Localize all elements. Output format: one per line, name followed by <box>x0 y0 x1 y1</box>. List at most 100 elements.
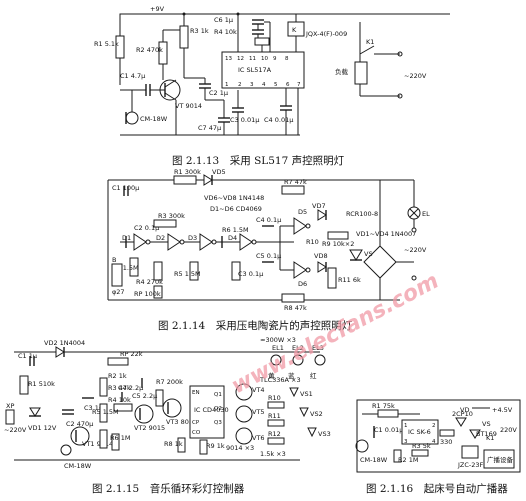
load-box <box>354 61 368 85</box>
inverter-d5 <box>293 217 307 235</box>
label-r11: R11 6k <box>338 276 361 284</box>
svg-text:13: 13 <box>225 56 232 62</box>
svg-text:2: 2 <box>238 82 242 88</box>
label-bt169: BT169 <box>476 430 497 438</box>
label-vt1: VT1 9014 <box>82 440 113 448</box>
resistor-r7 <box>281 185 305 195</box>
label-c1-d: C1 0.01μ <box>374 426 403 434</box>
resistor-r9-c <box>199 439 208 455</box>
label-vs: VS <box>364 250 373 258</box>
resistor-r4-b <box>153 261 163 281</box>
label-r8: R8 47k <box>284 304 307 312</box>
resistor-r11 <box>327 267 337 289</box>
svg-text:3: 3 <box>404 439 408 445</box>
resistor-r11 <box>267 419 285 427</box>
label-el1: EL1 <box>272 344 284 352</box>
svg-text:CO: CO <box>192 430 201 436</box>
label-vd-range: VD6~VD8 1N4148 <box>204 194 264 202</box>
resistor-r4-c <box>99 429 108 449</box>
transistor-vt4 <box>235 383 253 401</box>
svg-text:Q1: Q1 <box>214 392 222 398</box>
label-c3-c: C3 10μ <box>84 404 107 412</box>
resistor-r8-c <box>177 437 186 453</box>
resistor-r10 <box>267 401 285 409</box>
label-vt4: VT4 <box>252 386 265 394</box>
label-r10: R10 <box>306 238 319 246</box>
supply-label-9v: +9V <box>150 5 165 13</box>
label-vd2: VD2 1N4004 <box>44 339 85 347</box>
ic-cd4030 <box>189 385 225 439</box>
label-r1: R1 5.1k <box>94 40 119 48</box>
label-vt2: VT2 9015 <box>134 424 165 432</box>
resistor-r12 <box>267 437 285 445</box>
label-vt5: VT5 <box>252 408 265 416</box>
microphone-icon-d <box>355 439 369 453</box>
resistor-r3-c <box>99 403 108 423</box>
resistor-r9 <box>327 231 349 240</box>
label-vt6: VT6 <box>252 434 265 442</box>
inverter-d3 <box>199 233 213 251</box>
transistor-vt3 <box>162 398 182 418</box>
caption-2-1-16: 图 2.1.16 起床号自动广播器 <box>366 482 508 495</box>
label-r2-d: R2 1M <box>398 456 418 464</box>
svg-text:5: 5 <box>274 82 278 88</box>
label-r11: R11 <box>268 412 281 420</box>
lamp-el3 <box>314 354 326 366</box>
label-mic: CM-18W <box>140 115 168 123</box>
label-el2: EL2 <box>292 344 304 352</box>
inverter-d1 <box>133 233 147 251</box>
label-r1-c: R1 510k <box>28 380 55 388</box>
label-piezo-size: φ27 <box>112 288 125 296</box>
label-k1-d: K1 <box>486 434 494 442</box>
figure-2-1-15: C1 1μ VD2 1N4004 R1 510k XP ~220V VD1 12… <box>4 336 331 495</box>
label-r1-d: R1 75k <box>372 402 395 410</box>
resistor-r3-d <box>411 449 429 457</box>
relay-coil-d <box>461 445 479 459</box>
label-piezo: B <box>112 256 116 264</box>
label-c4-c: C4 2.2μ <box>118 384 143 392</box>
label-vd8: VD8 <box>314 252 328 260</box>
label-vd-d: VD <box>460 406 469 414</box>
label-r6-b: C3 0.1μ <box>238 270 263 278</box>
label-c2-c: C2 470μ <box>66 420 93 428</box>
label-vd5: VD5 <box>212 168 226 176</box>
resistor-r7-c <box>155 389 164 407</box>
label-c4-b: C4 0.1μ <box>256 216 281 224</box>
label-rp-c: RP 22k <box>120 350 143 358</box>
label-r2-c: R2 1k <box>108 372 127 380</box>
resistor-r5-b <box>189 261 199 281</box>
diode-vd-d <box>455 417 467 427</box>
label-220v-a: ~220V <box>404 72 427 80</box>
resistor-r3-b <box>153 219 177 228</box>
label-r5-b: R5 1.5M <box>174 270 201 278</box>
label-2cp10: 2CP10 <box>452 410 473 418</box>
resistor-r1-d <box>377 409 399 418</box>
label-220v-b: ~220V <box>404 246 427 254</box>
label-c6: R4 10k <box>214 28 237 36</box>
svg-text:Q2: Q2 <box>214 406 222 412</box>
label-220v-c: ~220V <box>4 426 27 434</box>
svg-text:2: 2 <box>432 423 436 429</box>
label-load: 负载 <box>335 67 349 76</box>
label-c5: C6 1μ <box>214 16 233 24</box>
label-c2: C2 1μ <box>209 89 228 97</box>
triac-vs2 <box>299 407 309 418</box>
potentiometer-rp <box>153 285 163 299</box>
resistor-r1-c <box>19 375 29 395</box>
label-ic-sk6: IC SK-6 <box>408 428 431 436</box>
resistor-r6-b <box>231 261 241 281</box>
label-tlc336a: TLC336A ×3 <box>259 376 301 384</box>
label-c3-b: R6 1.5M <box>222 226 249 234</box>
label-vt: VT 9014 <box>175 102 202 110</box>
label-lamp-power: ≈300W ×3 <box>260 336 296 344</box>
label-r3-d: R3 5k <box>412 442 431 450</box>
ic-sl517a <box>221 51 305 89</box>
label-vt3: VT3 8050 <box>166 418 197 426</box>
triac-vs3 <box>307 427 317 438</box>
label-c1-c: C1 1μ <box>18 352 37 360</box>
label-r7-c: R7 200k <box>156 378 183 386</box>
svg-text:6: 6 <box>286 82 290 88</box>
label-c5-b: C5 0.1μ <box>256 252 281 260</box>
ic-bottom-pins: 1 2 3 4 5 6 7 <box>225 82 301 88</box>
resistor-r5-c <box>113 403 133 412</box>
